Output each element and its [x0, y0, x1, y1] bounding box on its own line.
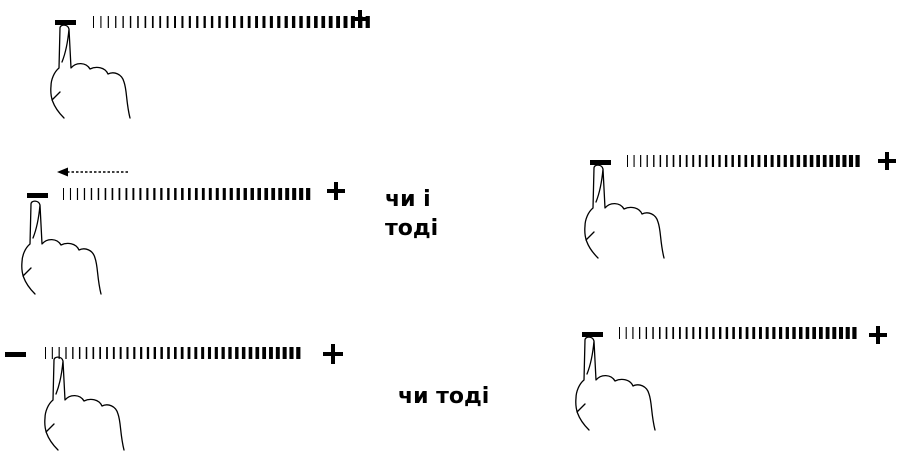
minus-icon[interactable]: [5, 352, 26, 357]
volume-slider-bottom-left: [5, 342, 350, 460]
minus-icon[interactable]: [55, 20, 76, 25]
or-then-inline-label: чи тоді: [398, 384, 490, 409]
plus-icon[interactable]: [351, 10, 369, 28]
plus-icon[interactable]: [878, 152, 896, 170]
then-label: тоді: [385, 216, 439, 241]
volume-slider-top: [50, 8, 385, 123]
slider-ticks[interactable]: [63, 187, 313, 201]
slider-ticks[interactable]: [45, 346, 303, 360]
plus-icon[interactable]: [323, 344, 343, 364]
slider-ticks[interactable]: [619, 326, 859, 340]
pointing-hand-icon: [584, 164, 665, 259]
pointing-hand-icon: [50, 24, 131, 119]
minus-icon[interactable]: [27, 193, 48, 198]
pointing-hand-icon: [44, 356, 125, 451]
volume-slider-result-right-top: [584, 150, 900, 265]
volume-slider-swipe-left: [21, 165, 355, 300]
plus-icon[interactable]: [327, 182, 345, 200]
or-then-label: чи і: [385, 187, 431, 212]
arrow-left-icon: [57, 167, 130, 177]
volume-slider-result-right-bottom: [575, 322, 897, 440]
minus-icon[interactable]: [582, 332, 603, 337]
pointing-hand-icon: [575, 336, 656, 431]
minus-icon[interactable]: [590, 160, 611, 165]
plus-icon[interactable]: [869, 326, 887, 344]
pointing-hand-icon: [21, 200, 102, 295]
slider-ticks[interactable]: [627, 154, 862, 168]
